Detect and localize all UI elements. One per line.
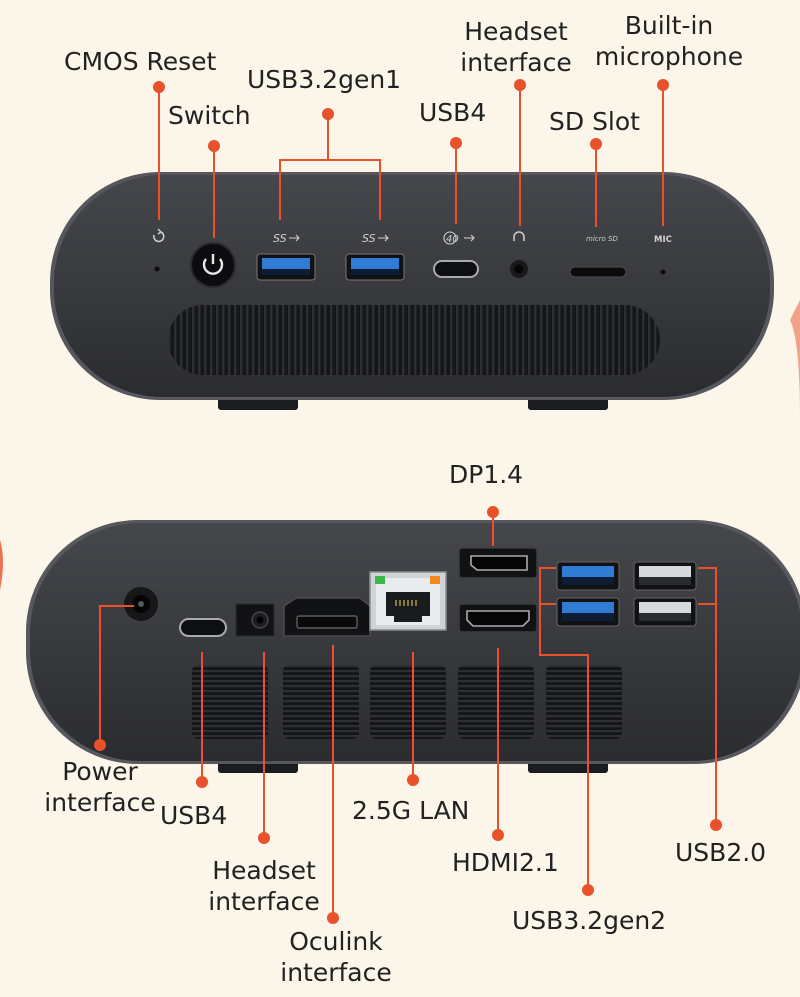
dp-port[interactable]: [458, 547, 538, 579]
label-headset-front: Headset interface: [460, 17, 572, 77]
label-usb4-rear: USB4: [160, 801, 228, 830]
rear-vent-4: [458, 665, 534, 739]
rear-usb4-port[interactable]: [179, 618, 227, 637]
usb-trident-icon: [378, 234, 389, 242]
power-icon: [202, 258, 224, 275]
hdmi-port[interactable]: [458, 603, 538, 633]
label-hdmi: HDMI2.1: [452, 848, 559, 877]
label-switch: Switch: [168, 101, 251, 130]
label-usb32gen1: USB3.2gen1: [247, 65, 402, 94]
usb32gen2-port-2[interactable]: [556, 597, 620, 627]
lan-activity-led: [430, 576, 440, 584]
lan-port[interactable]: [369, 571, 447, 631]
usb20-port-2[interactable]: [633, 597, 697, 627]
svg-text:40: 40: [446, 234, 459, 245]
rear-headset-jack[interactable]: [235, 603, 275, 637]
front-vent: [168, 305, 660, 375]
label-lan: 2.5G LAN: [352, 796, 470, 825]
label-dp: DP1.4: [449, 460, 524, 489]
front-leader-lines: [158, 85, 664, 238]
rear-vent-1: [192, 665, 268, 739]
label-usb32gen2: USB3.2gen2: [512, 906, 667, 935]
label-cmos-reset: CMOS Reset: [64, 47, 217, 76]
usb4-port[interactable]: [433, 260, 479, 278]
sd-logo: micro SD: [586, 235, 618, 243]
sd-card-slot[interactable]: [569, 266, 627, 278]
headset-jack[interactable]: [508, 258, 530, 280]
oculink-port[interactable]: [283, 597, 371, 637]
ss-logo-2: SS: [362, 232, 376, 245]
label-headset-rear: Headset interface: [208, 856, 320, 916]
front-device: SS SS 40 micro SD MIC: [50, 172, 774, 410]
rear-vent-5: [546, 665, 622, 739]
label-usb20: USB2.0: [675, 838, 767, 867]
power-switch[interactable]: [190, 242, 236, 288]
cmos-reset-icon: [152, 228, 165, 243]
label-sd-slot: SD Slot: [549, 107, 640, 136]
power-jack[interactable]: [122, 585, 160, 623]
microphone-hole: [660, 269, 666, 275]
usb32gen2-port-1[interactable]: [556, 561, 620, 591]
mic-marking: MIC: [654, 235, 672, 245]
rear-leader-lines: [99, 512, 717, 918]
rear-vent-3: [370, 665, 446, 739]
usb32gen1-port-1[interactable]: [256, 253, 316, 281]
usb20-port-1[interactable]: [633, 561, 697, 591]
lan-link-led: [375, 576, 385, 584]
ss-logo-1: SS: [273, 232, 287, 245]
usb4-logo: 40: [443, 231, 475, 245]
rear-device: [26, 520, 800, 773]
label-oculink: Oculink interface: [280, 927, 392, 987]
front-leader-dots: [153, 79, 669, 152]
label-usb4-front: USB4: [419, 98, 487, 127]
cmos-reset-pinhole[interactable]: [154, 266, 160, 272]
headset-icon: [513, 231, 525, 241]
usb-trident-icon: [289, 234, 300, 242]
rear-vent-2: [283, 665, 359, 739]
rear-leader-dots: [94, 506, 722, 924]
usb32gen1-port-2[interactable]: [345, 253, 405, 281]
label-power: Power interface: [44, 757, 156, 817]
label-microphone: Built-in microphone: [594, 11, 744, 71]
